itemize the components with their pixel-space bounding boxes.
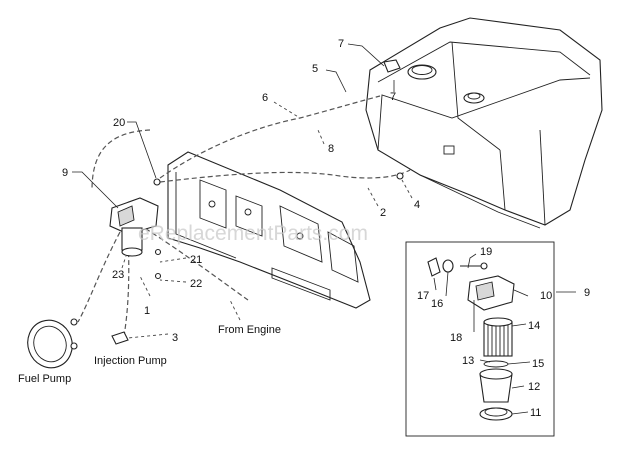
callout-1: 1 xyxy=(144,305,150,317)
fuel-lines xyxy=(77,95,411,337)
fuel-pump xyxy=(27,318,78,369)
callout-20: 20 xyxy=(113,117,125,129)
callout-2: 2 xyxy=(380,207,386,219)
callout-12: 12 xyxy=(528,381,540,393)
callout-13: 13 xyxy=(462,355,474,367)
injection-pump-fitting xyxy=(111,331,129,345)
callout-23: 23 xyxy=(112,269,124,281)
leader-lines xyxy=(72,43,576,415)
callout-6: 6 xyxy=(262,92,268,104)
callout-8: 8 xyxy=(328,143,334,155)
callout-19: 19 xyxy=(480,246,492,258)
callout-4: 4 xyxy=(414,199,420,211)
callout-17: 17 xyxy=(417,290,429,302)
callout-11: 11 xyxy=(530,407,541,419)
callout-15: 15 xyxy=(532,358,544,370)
label-fuel-pump: Fuel Pump xyxy=(18,373,71,385)
callouts: 20 9 5 7 7 6 8 2 4 23 21 22 1 3 19 10 9 … xyxy=(62,38,590,419)
callout-18: 18 xyxy=(450,332,462,344)
filter-detail-box xyxy=(405,241,555,437)
callout-10: 10 xyxy=(540,290,552,302)
callout-9: 9 xyxy=(62,167,68,179)
callout-7-top: 7 xyxy=(338,38,344,50)
callout-22: 22 xyxy=(190,278,202,290)
callout-9-detail: 9 xyxy=(584,287,590,299)
engine-panel xyxy=(167,151,371,309)
callout-21: 21 xyxy=(190,254,202,266)
callout-16: 16 xyxy=(431,298,443,310)
callout-14: 14 xyxy=(528,320,540,332)
fuel-filter-assembly xyxy=(109,172,404,280)
label-injection-pump: Injection Pump xyxy=(94,355,167,367)
label-from-engine: From Engine xyxy=(218,324,281,336)
fuel-tank xyxy=(365,17,603,229)
callout-3: 3 xyxy=(172,332,178,344)
watermark: eReplacementParts.com xyxy=(138,222,368,245)
callout-5: 5 xyxy=(312,63,318,75)
callout-7: 7 xyxy=(390,91,396,103)
